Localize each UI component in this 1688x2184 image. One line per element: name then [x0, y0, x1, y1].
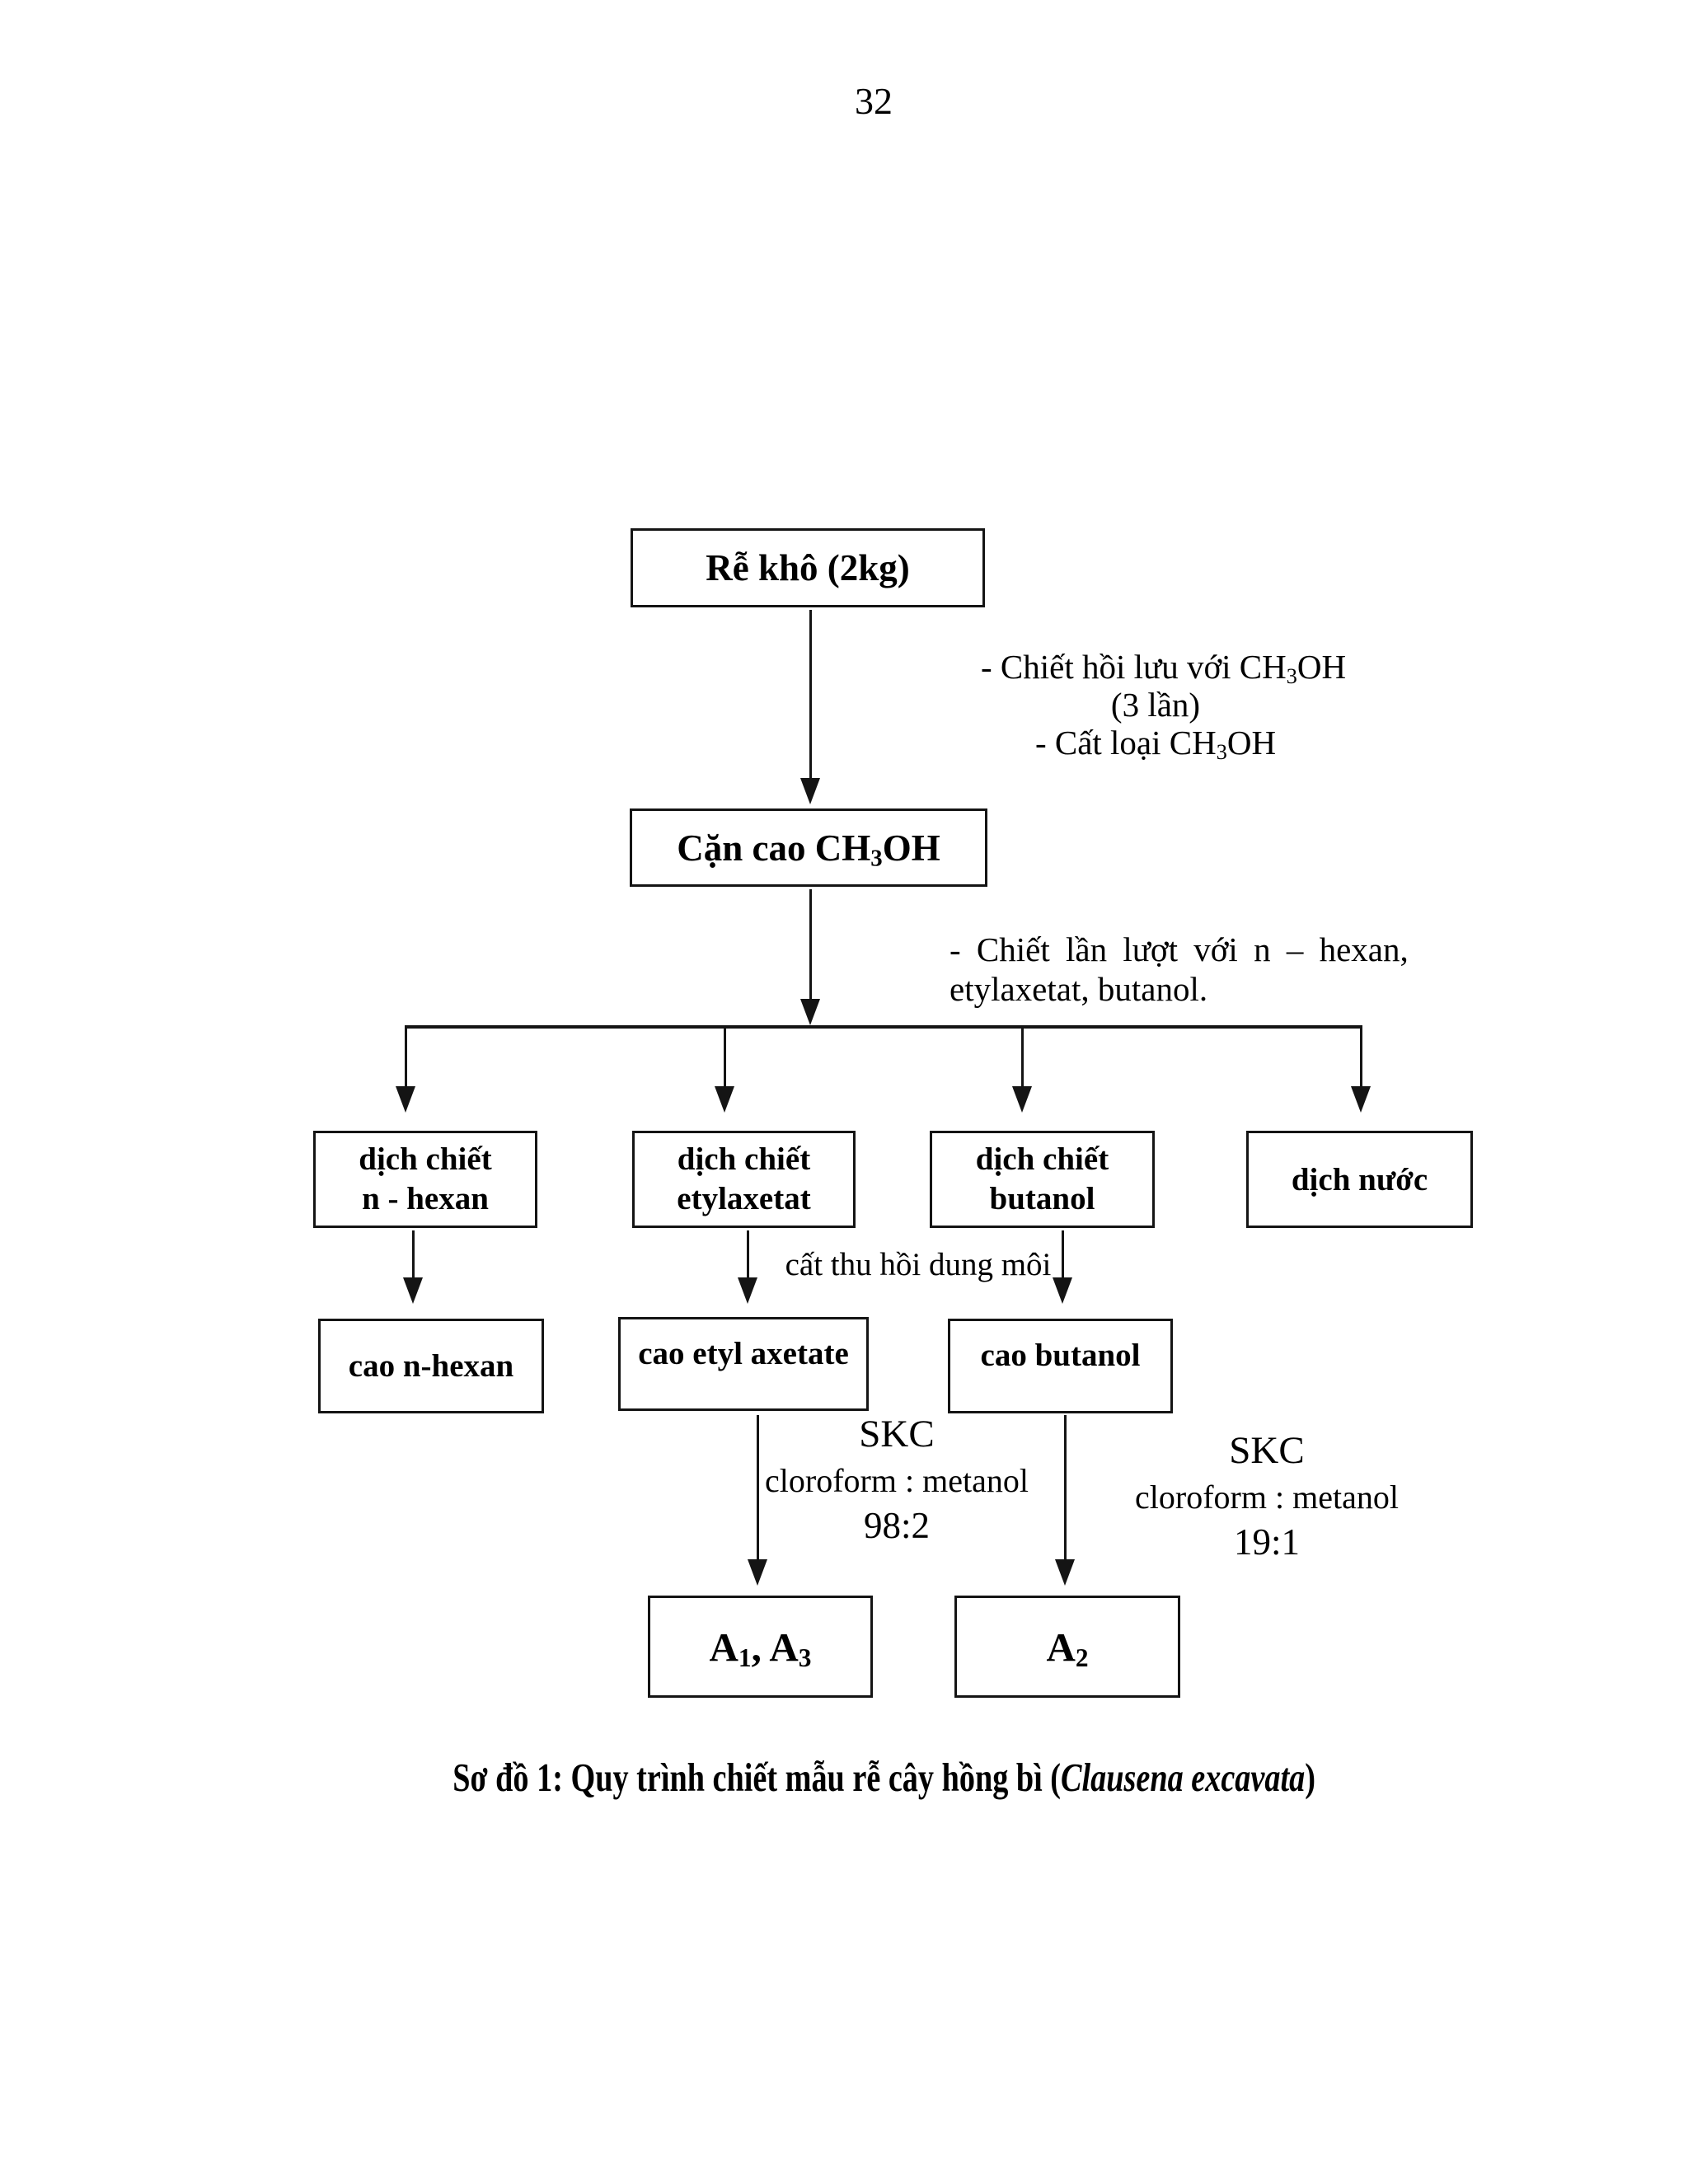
diagram-caption-prefix: Sơ đồ 1: Quy trình chiết mẫu rễ cây hồng…: [452, 1755, 1062, 1800]
arrow-hexan-to-cao-head: [403, 1277, 423, 1304]
node-water-extract-label: dịch nước: [1291, 1161, 1428, 1197]
node-methanol-residue: Cặn cao CH3OH: [630, 808, 987, 887]
arrow-branch-to-etyl-head: [715, 1086, 734, 1113]
node-result-a2-label: A2: [1046, 1624, 1089, 1672]
arrow-branch-to-butanol-line: [1021, 1029, 1024, 1088]
arrow-butanol-to-result-line: [1064, 1415, 1067, 1560]
label-skc-left: SKC cloroform : metanol 98:2: [732, 1411, 1062, 1549]
node-result-a2: A2: [954, 1596, 1180, 1698]
label-skc-right: SKC cloroform : metanol 19:1: [1102, 1427, 1432, 1565]
arrow-root-to-residue-line: [809, 610, 812, 779]
node-cao-n-hexan-label: cao n-hexan: [348, 1348, 514, 1384]
label-skc-right-solvents: cloroform : metanol: [1135, 1479, 1399, 1516]
node-cao-butanol: cao butanol: [948, 1319, 1173, 1413]
arrow-butanol-to-result-head: [1055, 1559, 1075, 1586]
node-result-a1-a3: A1, A3: [648, 1596, 873, 1698]
annotation-step1-line3: - Cất loại CH3OH: [1034, 724, 1277, 764]
annotation-step2-line1: - Chiết lần lượt với n – hexan,: [950, 930, 1409, 968]
diagram-caption-species: Clausena excavata: [1061, 1755, 1306, 1800]
node-extract-n-hexan-line1: dịch chiết: [359, 1141, 492, 1177]
arrow-etyl-to-result-head: [748, 1559, 767, 1586]
node-methanol-residue-label: Cặn cao CH3OH: [677, 827, 940, 871]
node-cao-n-hexan: cao n-hexan: [318, 1319, 544, 1413]
node-water-extract: dịch nước: [1246, 1131, 1473, 1228]
node-extract-etylaxetat-line1: dịch chiết: [677, 1141, 811, 1177]
node-extract-n-hexan: dịch chiết n - hexan: [313, 1131, 537, 1228]
arrow-etyl-to-cao-line: [747, 1230, 749, 1278]
arrow-etyl-to-cao-head: [738, 1277, 757, 1304]
node-dried-root-label: Rễ khô (2kg): [706, 547, 910, 588]
annotation-step1: - Chiết hồi lưu với CH3OH (3 lần) - Cất …: [981, 648, 1347, 764]
arrow-branch-to-hexan-head: [396, 1086, 415, 1113]
arrow-branch-to-etyl-line: [724, 1029, 726, 1088]
arrow-etyl-to-result-line: [757, 1415, 759, 1560]
diagram-caption: Sơ đồ 1: Quy trình chiết mẫu rễ cây hồng…: [452, 1754, 1315, 1801]
node-extract-n-hexan-line2: n - hexan: [362, 1181, 489, 1216]
node-extract-butanol: dịch chiết butanol: [930, 1131, 1155, 1228]
node-dried-root: Rễ khô (2kg): [631, 528, 985, 607]
node-cao-etyl-axetate: cao etyl axetate: [618, 1317, 869, 1411]
annotation-step1-line2: (3 lần): [1110, 686, 1201, 724]
annotation-step2-line2: etylaxetat, butanol.: [950, 970, 1208, 1008]
arrow-butanol-to-cao-line: [1062, 1230, 1064, 1278]
label-skc-right-title: SKC: [1229, 1429, 1305, 1472]
node-extract-etylaxetat: dịch chiết etylaxetat: [632, 1131, 856, 1228]
annotation-step1-line1: - Chiết hồi lưu với CH3OH: [981, 648, 1347, 688]
label-solvent-recovery: cất thu hồi dung môi: [785, 1247, 1052, 1282]
arrow-branch-to-butanol-head: [1012, 1086, 1032, 1113]
arrow-residue-to-branch-line: [809, 889, 812, 1001]
arrow-root-to-residue-head: [800, 778, 820, 804]
arrow-branch-to-water-line: [1360, 1029, 1362, 1088]
branch-line: [405, 1025, 1362, 1029]
arrow-residue-to-branch-head: [800, 999, 820, 1025]
node-result-a1-a3-label: A1, A3: [709, 1624, 812, 1672]
page-number: 32: [855, 80, 893, 122]
node-cao-butanol-label: cao butanol: [980, 1338, 1141, 1373]
node-extract-butanol-line2: butanol: [989, 1181, 1095, 1216]
arrow-hexan-to-cao-line: [412, 1230, 415, 1278]
arrow-branch-to-hexan-line: [405, 1029, 407, 1088]
node-cao-etyl-axetate-label: cao etyl axetate: [638, 1335, 849, 1371]
node-extract-butanol-line1: dịch chiết: [975, 1141, 1109, 1177]
label-skc-left-solvents: cloroform : metanol: [765, 1462, 1029, 1499]
annotation-step2: - Chiết lần lượt với n – hexan, etylaxet…: [950, 930, 1409, 1009]
label-skc-left-ratio: 98:2: [863, 1505, 930, 1546]
diagram-caption-suffix: ): [1305, 1755, 1315, 1800]
arrow-butanol-to-cao-head: [1053, 1277, 1072, 1304]
arrow-branch-to-water-head: [1351, 1086, 1371, 1113]
label-skc-left-title: SKC: [859, 1413, 935, 1455]
node-extract-etylaxetat-line2: etylaxetat: [677, 1181, 811, 1216]
label-skc-right-ratio: 19:1: [1233, 1521, 1300, 1563]
